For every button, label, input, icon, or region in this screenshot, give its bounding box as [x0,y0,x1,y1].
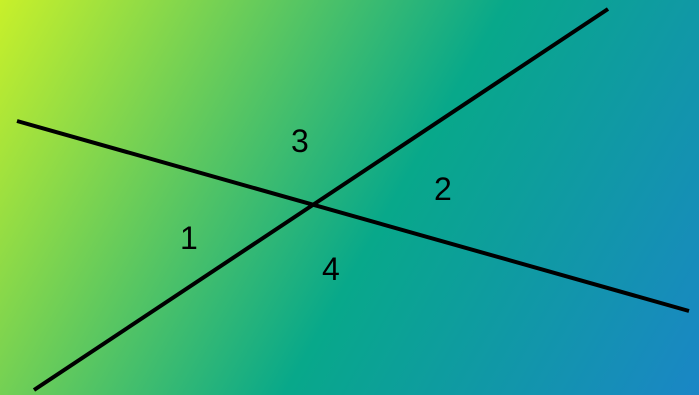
angle-label-2: 2 [434,171,452,207]
line-descending [16,119,690,313]
angle-label-3: 3 [291,123,309,159]
line-ascending [32,7,610,392]
angle-label-1: 1 [180,220,198,256]
angle-label-4: 4 [322,251,340,287]
